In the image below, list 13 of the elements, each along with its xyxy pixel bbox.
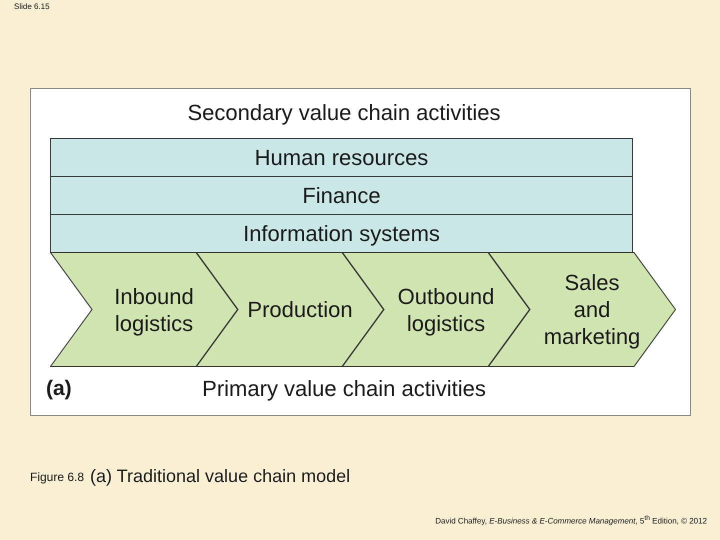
figure-caption: (a) Traditional value chain model [90,466,350,487]
activity-bar: Finance [50,176,633,215]
process-step: Production [196,252,384,367]
source-credit: David Chaffey, E-Business & E-Commerce Management, 5$^{th}$ Edition, © 2012 [435,515,707,526]
slide-number: Slide 6.15 [14,2,50,11]
activity-bar: Information systems [50,214,633,253]
section-heading: Primary value chain activities [202,375,486,403]
activity-bar: Human resources [50,138,633,177]
figure-panel [30,88,691,416]
panel-label: (a) [46,376,72,402]
figure-number: Figure 6.8 [30,470,84,484]
process-step: Inbound logistics [50,252,238,367]
section-heading: Secondary value chain activities [187,99,501,127]
